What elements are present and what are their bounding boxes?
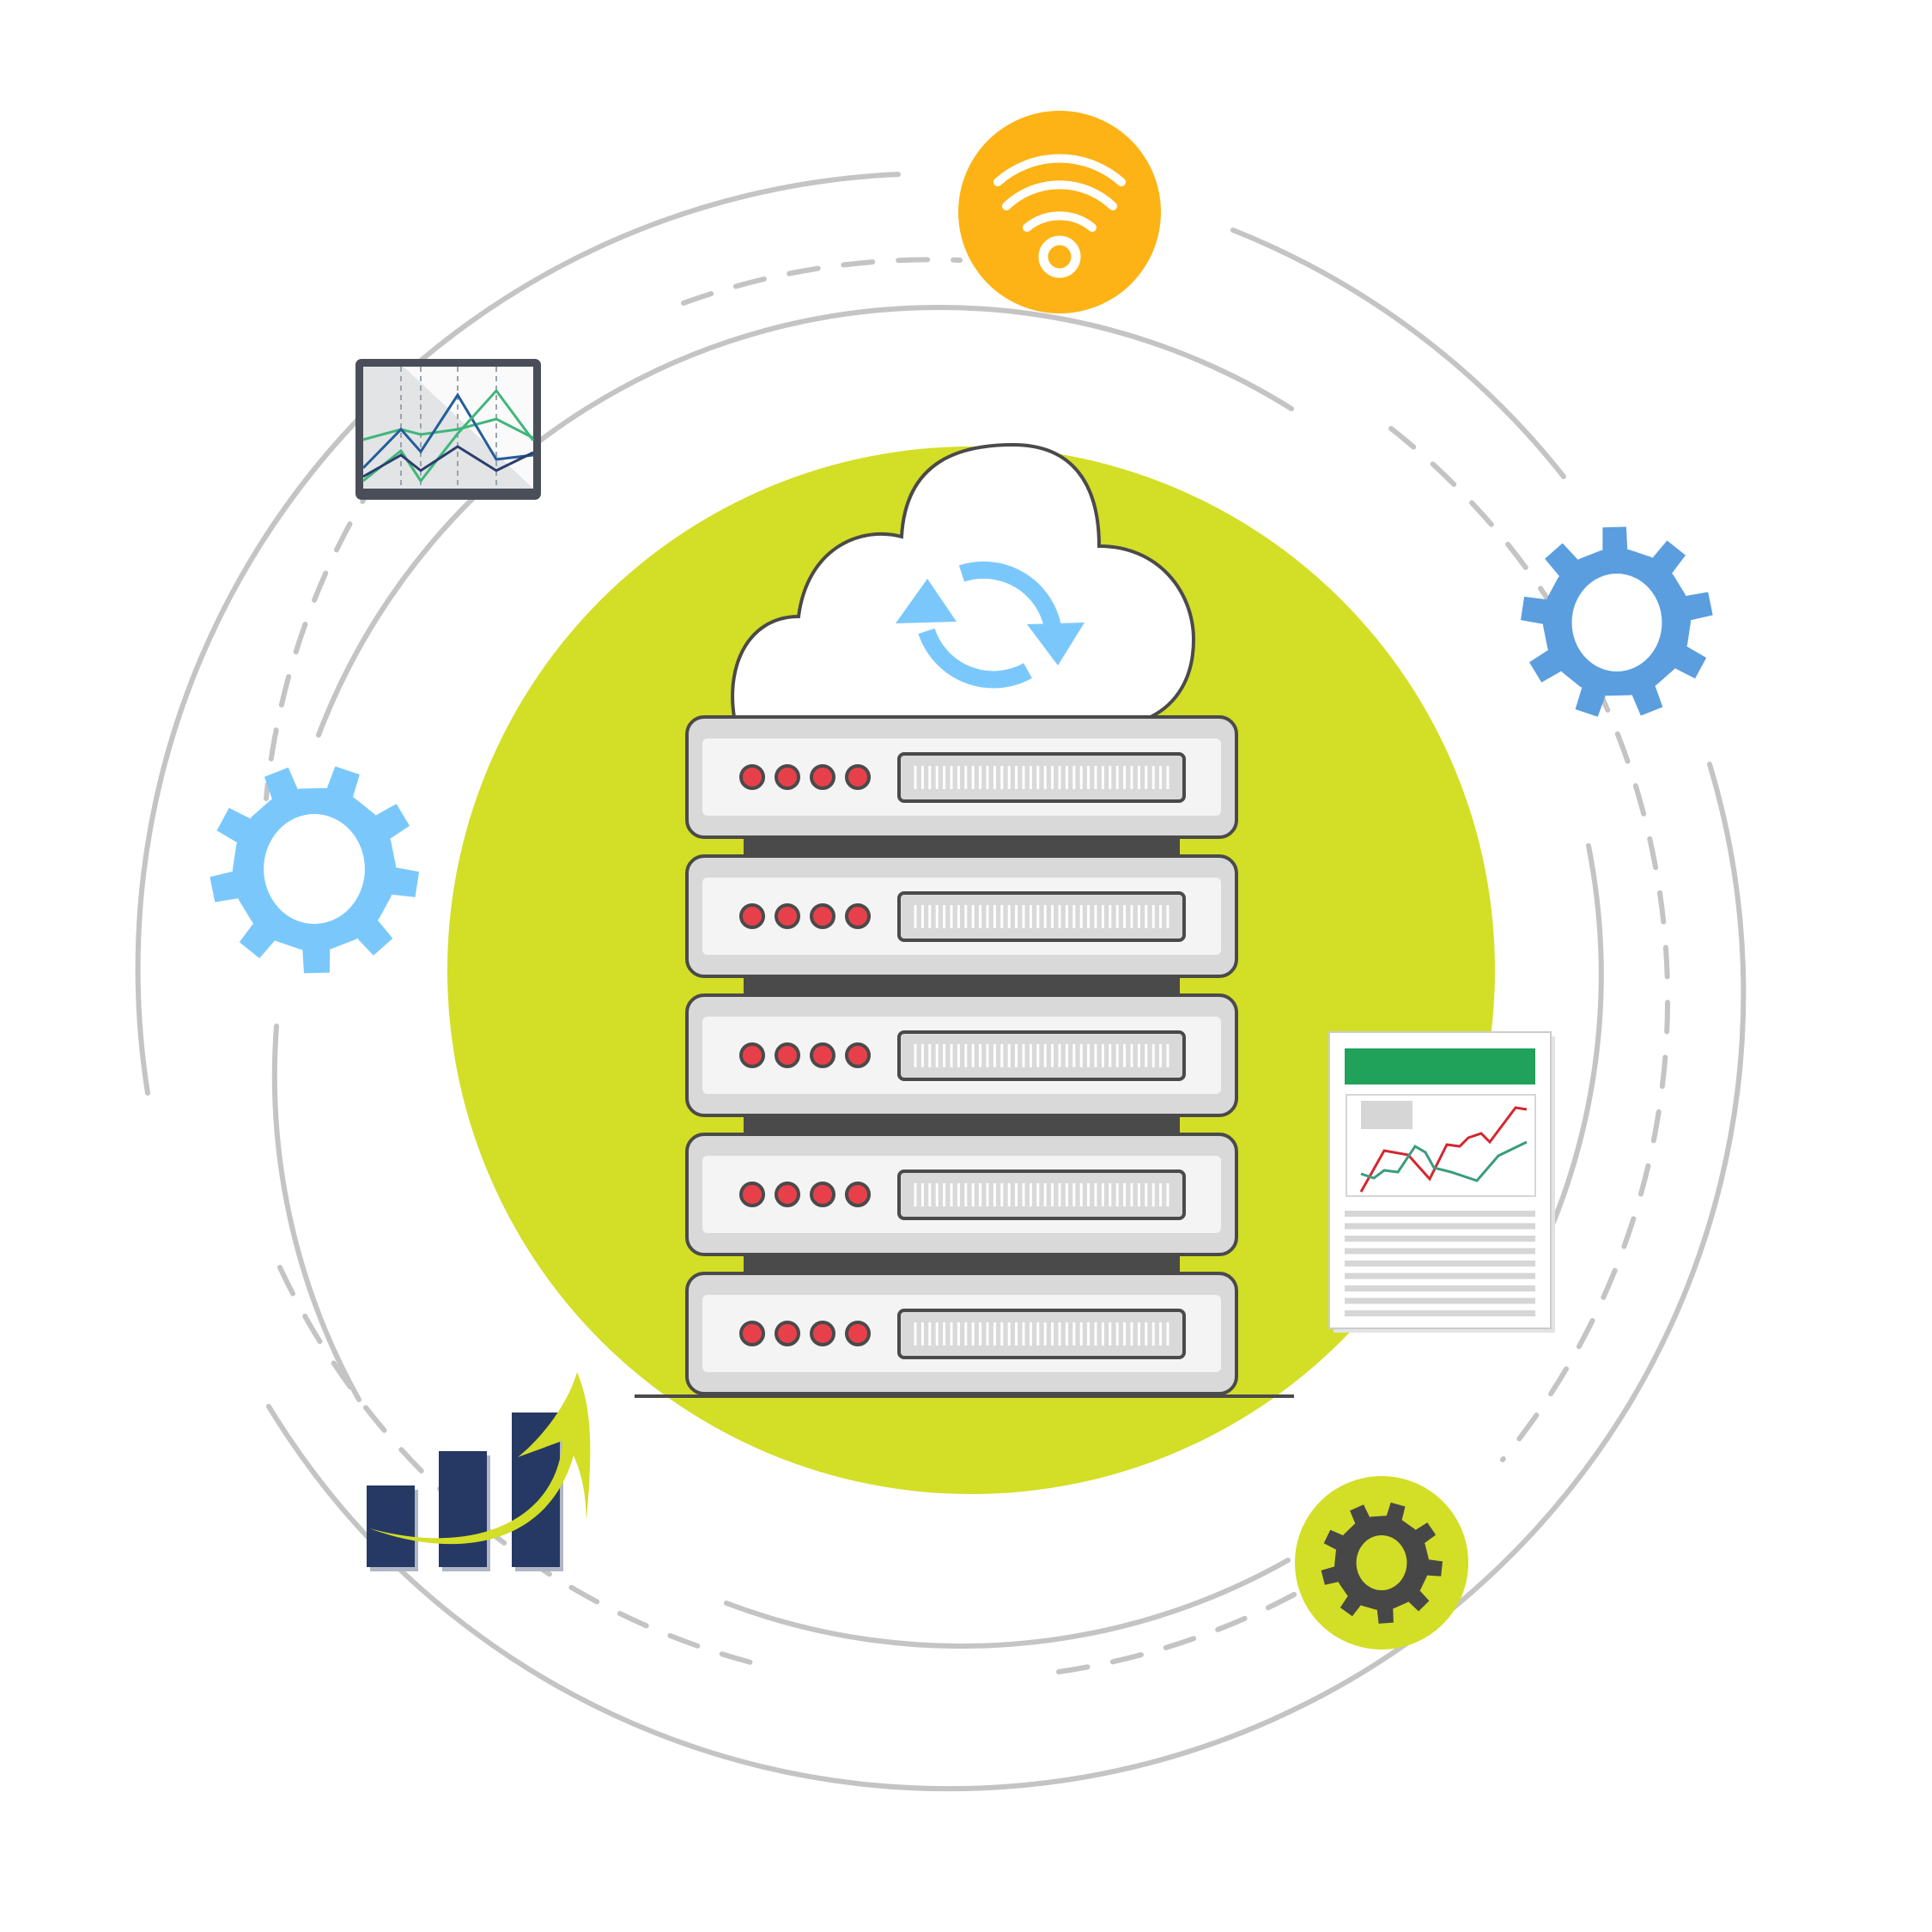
server-vents [914,1183,1170,1206]
server-drive-bay [897,1170,1186,1220]
server-connector [744,835,1180,858]
gear-icon [1321,1502,1443,1624]
server-unit [685,854,1238,978]
server-led [810,903,835,929]
report-text-line [1345,1261,1535,1267]
server-unit [685,1133,1238,1256]
cloud-sync-icon [731,442,1196,719]
server-led [845,764,871,790]
server-led [810,764,835,790]
dashed-orbit-left [264,474,380,801]
server-led [845,1042,871,1068]
server-drive-bay [897,891,1186,942]
server-led [845,1321,871,1346]
sync-arrow-head-right [1027,623,1084,665]
server-led [810,1042,835,1068]
server-led [775,1042,800,1068]
report-text-line [1345,1211,1535,1217]
dashed-orbit-right [1388,426,1671,1462]
gear-hole [264,814,365,924]
inner-orbit-arc-bottom [724,1558,1291,1649]
wifi-badge [958,111,1161,313]
server-led [739,1182,765,1207]
cloud-shape [731,442,1196,719]
server-led [810,1182,835,1207]
bar-2 [439,1451,487,1567]
dashed-orbit-top [681,257,963,306]
server-led [775,764,800,790]
server-drive-bay [897,1030,1186,1081]
orbit-rings [135,172,1747,1792]
sync-arrow-head-left [896,579,957,623]
server-drive-bay [897,752,1186,803]
report-text-line [1345,1285,1535,1291]
report-text-line [1345,1236,1535,1242]
server-connector [744,1253,1180,1275]
server-vents [914,1322,1170,1346]
server-led [775,903,800,929]
server-led [845,1182,871,1207]
report-text-lines [1345,1211,1535,1316]
gear-icon [1521,526,1713,717]
report-line-green [1360,1140,1528,1182]
monitor-line-navy [362,445,534,478]
outer-orbit-arc-top-left [135,172,901,1096]
inner-orbit-arc-left [271,1024,361,1402]
gear-icon [210,766,419,974]
report-text-line [1345,1273,1535,1279]
server-unit [685,1272,1238,1395]
report-document-icon [1328,1031,1555,1333]
server-vents [914,766,1170,789]
dashed-orbit-bottom-left [277,1265,767,1668]
monitor-line-green [362,417,534,441]
server-led [810,1321,835,1346]
server-connector [744,1114,1180,1136]
gear-hole [1356,1535,1407,1590]
outer-orbit-arc-top-right [1230,228,1566,479]
wifi-dot [1038,235,1081,278]
server-vents [914,905,1170,928]
server-drive-bay [897,1309,1186,1359]
server-led [739,903,765,929]
server-vents [914,1044,1170,1067]
server-led [775,1182,800,1207]
report-chart-frame [1346,1094,1536,1197]
wifi-icon [993,154,1126,232]
line-chart-monitor-icon [355,359,541,500]
server-led [739,764,765,790]
report-text-line [1345,1223,1535,1230]
server-unit [685,993,1238,1117]
server-led [845,903,871,929]
report-text-line [1345,1248,1535,1255]
server-led [739,1042,765,1068]
report-text-line [1345,1297,1535,1304]
report-line-red [1359,1106,1528,1193]
dashed-orbit-bottom-right [1056,1586,1308,1674]
monitor-line-blue [361,392,534,470]
report-text-line [1345,1310,1535,1316]
server-led [775,1321,800,1346]
report-header-bar [1345,1048,1535,1084]
server-rack-icon [685,715,1238,1395]
server-connector [744,975,1180,997]
sync-arrows-icon [918,561,1061,689]
server-unit [685,715,1238,839]
gear-hole [1571,574,1662,671]
bar-1 [367,1485,415,1567]
outer-orbit-arc-right-bottom [266,762,1747,1792]
bar-chart-growth-icon [367,1372,591,1571]
report-title-block [1361,1101,1413,1129]
server-led [739,1321,765,1346]
inner-orbit-arc-top [316,304,1294,738]
